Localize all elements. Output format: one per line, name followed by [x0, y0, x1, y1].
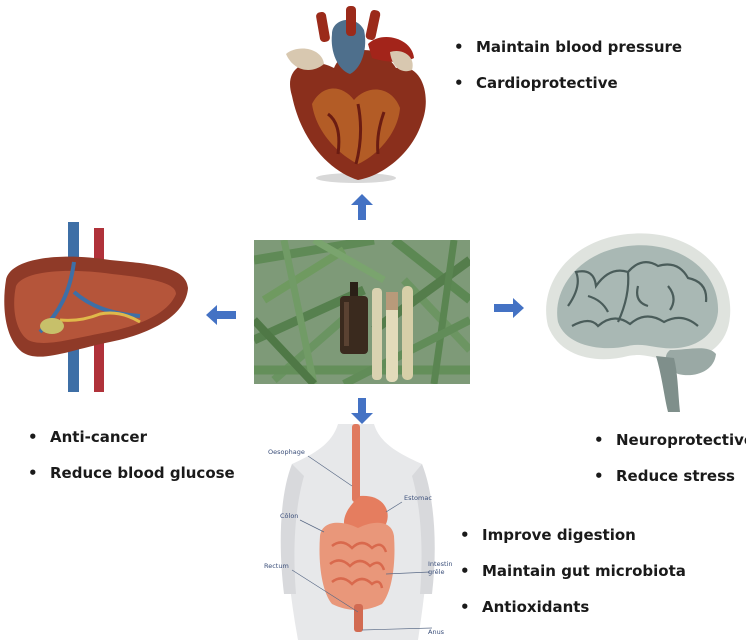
label-intestin-line1: Intestin: [428, 560, 452, 568]
digestive-system-illustration: Oesophage Estomac Côlon Intestin grêle R…: [262, 424, 452, 640]
brain-illustration: [538, 226, 738, 416]
gut-benefits-list: Improve digestion Maintain gut microbiot…: [454, 526, 686, 616]
gut-benefit-3: Antioxidants: [454, 598, 686, 616]
liver-benefit-2: Reduce blood glucose: [22, 464, 235, 482]
liver-benefits-list: Anti-cancer Reduce blood glucose: [22, 428, 235, 482]
digestive-system-icon: Oesophage Estomac Côlon Intestin grêle R…: [262, 424, 452, 640]
label-colon: Côlon: [280, 512, 298, 520]
gut-benefit-2: Maintain gut microbiota: [454, 562, 686, 580]
label-oesophage: Oesophage: [268, 448, 305, 456]
arrow-up-to-heart: [351, 194, 373, 220]
liver-icon: [0, 222, 196, 392]
arrow-left-to-liver: [206, 305, 236, 325]
gut-benefit-1: Improve digestion: [454, 526, 686, 544]
lemongrass-illustration: [254, 240, 470, 384]
arrow-right-to-brain: [494, 298, 524, 318]
heart-illustration: [272, 4, 438, 184]
arrow-down-to-gut: [351, 398, 373, 424]
label-estomac: Estomac: [404, 494, 432, 502]
brain-benefits-list: Neuroprotective Reduce stress: [588, 431, 746, 485]
liver-illustration: [0, 222, 196, 392]
brain-benefit-1: Neuroprotective: [588, 431, 746, 449]
liver-benefit-1: Anti-cancer: [22, 428, 235, 446]
heart-benefits-list: Maintain blood pressure Cardioprotective: [448, 38, 682, 92]
label-rectum: Rectum: [264, 562, 289, 570]
heart-icon: [272, 4, 438, 184]
heart-benefit-1: Maintain blood pressure: [448, 38, 682, 56]
heart-benefit-2: Cardioprotective: [448, 74, 682, 92]
brain-benefit-2: Reduce stress: [588, 467, 746, 485]
brain-icon: [538, 226, 738, 416]
lemongrass-photo: [254, 240, 470, 384]
label-anus: Anus: [428, 628, 445, 636]
label-intestin-line2: grêle: [428, 568, 444, 576]
